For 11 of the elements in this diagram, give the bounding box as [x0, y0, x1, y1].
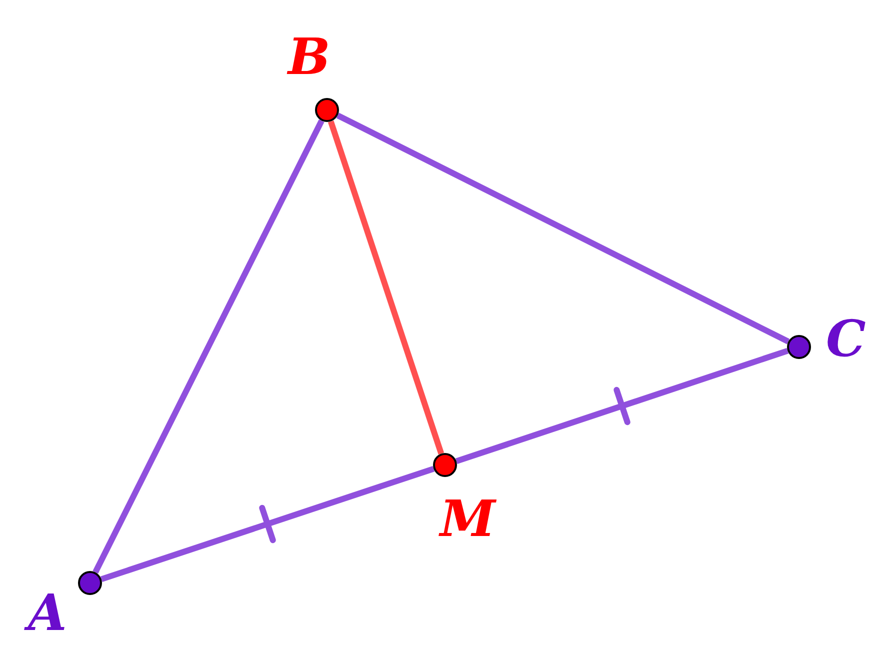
point-dot — [787, 335, 811, 359]
point-label: M — [440, 494, 496, 544]
line-segment — [92, 119, 324, 574]
point-dot — [78, 571, 102, 595]
point-label: B — [288, 32, 330, 82]
point-dot — [433, 453, 457, 477]
line-segment — [100, 466, 435, 582]
point-dot — [315, 98, 339, 122]
point-label: C — [826, 314, 866, 364]
line-segment — [336, 112, 790, 344]
line-segment — [455, 348, 789, 464]
